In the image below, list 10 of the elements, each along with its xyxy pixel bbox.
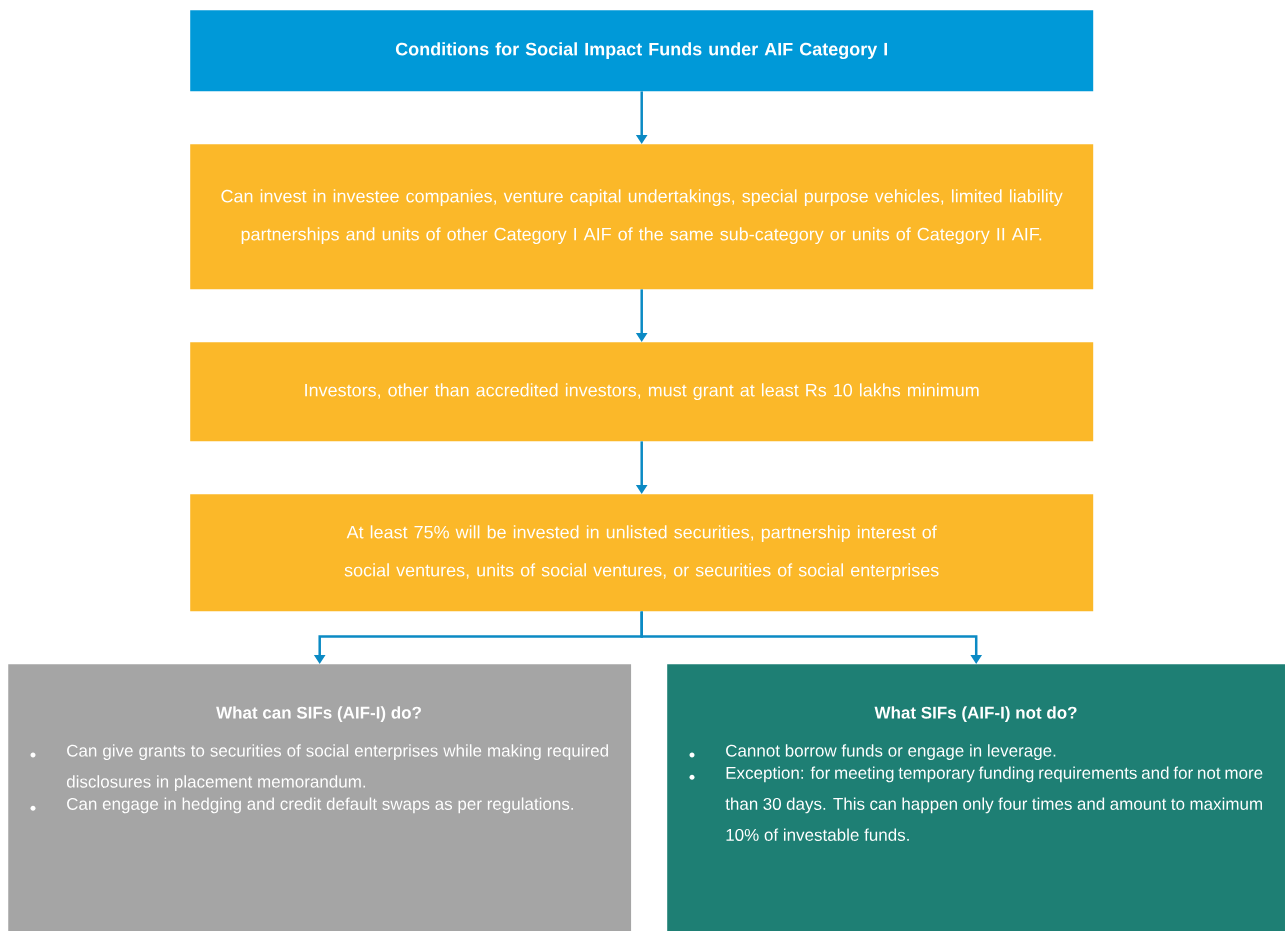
- bullet-text: Can give grants to securities of social enterprises while making required disclosures in placement memorandum.: [66, 744, 608, 792]
- title-box: Conditions for Social Impact Funds under AIF Category I: [190, 10, 1094, 92]
- bullet-text: Cannot borrow funds or engage in leverage.: [726, 744, 1056, 761]
- step-box: Investors, other than accredited investors, must grant at least Rs 10 lakhs minimum: [190, 342, 1094, 442]
- box-heading: What SIFs (AIF-I) not do?: [874, 706, 1077, 723]
- box-heading: What can SIFs (AIF-I) do?: [216, 706, 421, 723]
- bullet-text: Exception: for meeting temporary funding requirements and for not more than 30 days. This can happen only four times and amount to maximum 10% of investable funds.: [725, 766, 1263, 841]
- step-box: At least 75% will be invested in unlisted securities, partnership interest of social ventures, units of social ventures, or securities of social enterprises: [190, 494, 1094, 612]
- bullet-text: Can engage in hedging and credit default swaps as per regulations.: [67, 797, 573, 814]
- step-box: Can invest in investee companies, venture capital undertakings, special purpose vehicles, limited liability partnerships and units of other Category I AIF of the same sub-category or units of Category II AIF.: [190, 144, 1094, 290]
